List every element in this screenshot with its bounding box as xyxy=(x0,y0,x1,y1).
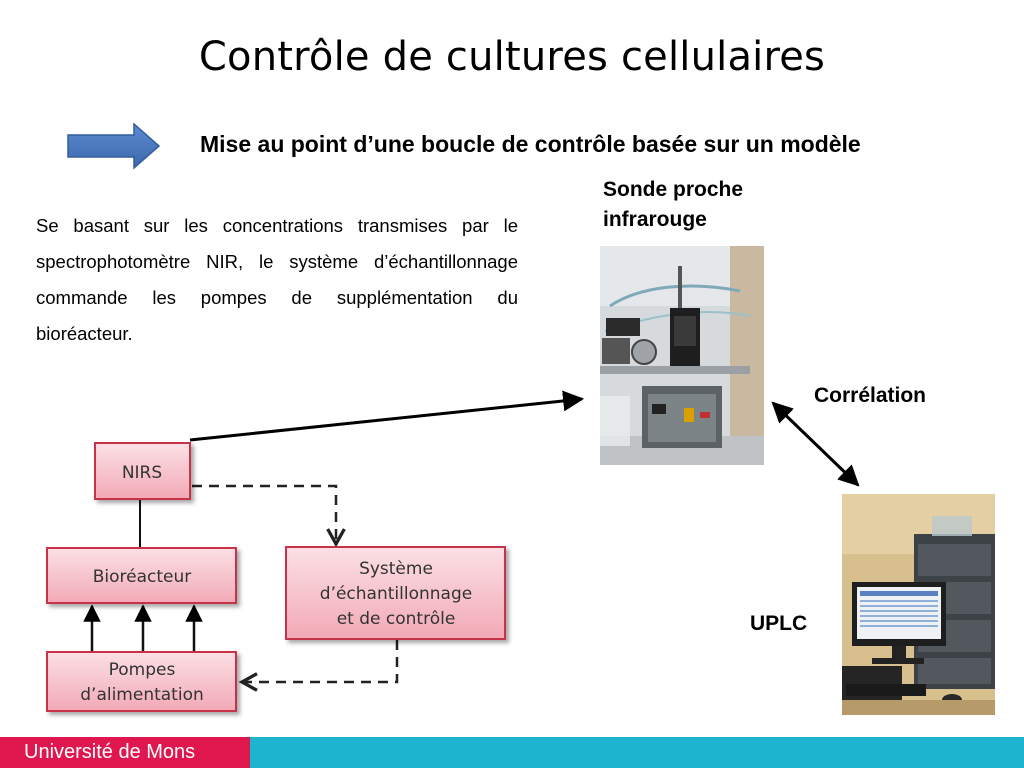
label-correlation: Corrélation xyxy=(814,384,927,407)
description-text: Se basant sur les concentrations transmi… xyxy=(36,215,518,344)
nirs-to-probe-arrow xyxy=(189,390,585,442)
box-pompes xyxy=(46,651,237,712)
box-systeme xyxy=(285,546,506,640)
box-bioreacteur xyxy=(46,547,237,604)
label-sonde: Sonde proche infrarouge xyxy=(603,178,744,231)
slide-title: Contrôle de cultures cellulaires xyxy=(198,34,826,80)
correlation-arrow xyxy=(771,401,860,487)
uplc-photo xyxy=(842,494,995,715)
box-systeme-line2: d’échantillonnage xyxy=(320,584,472,604)
box-systeme-line3: et de contrôle xyxy=(337,609,456,629)
box-nirs-label: NIRS xyxy=(122,463,162,483)
footer-brand: Université de Mons xyxy=(0,737,250,768)
control-loop-diagram: NIRS Bioréacteur Système d’échantillonna… xyxy=(46,390,860,712)
slide-subtitle: Mise au point d’une boucle de contrôle b… xyxy=(200,131,861,157)
box-pompes-line2: d’alimentation xyxy=(80,685,204,705)
label-uplc: UPLC xyxy=(750,612,808,635)
box-bioreacteur-label: Bioréacteur xyxy=(93,567,192,587)
nir-probe-photo xyxy=(600,246,764,465)
system-to-pumps-dashed xyxy=(242,640,399,682)
right-arrow-icon xyxy=(67,122,161,170)
nirs-to-system-dashed xyxy=(192,484,336,544)
box-systeme-line1: Système xyxy=(359,559,433,579)
box-pompes-line1: Pompes xyxy=(109,660,176,680)
box-nirs xyxy=(94,442,191,500)
